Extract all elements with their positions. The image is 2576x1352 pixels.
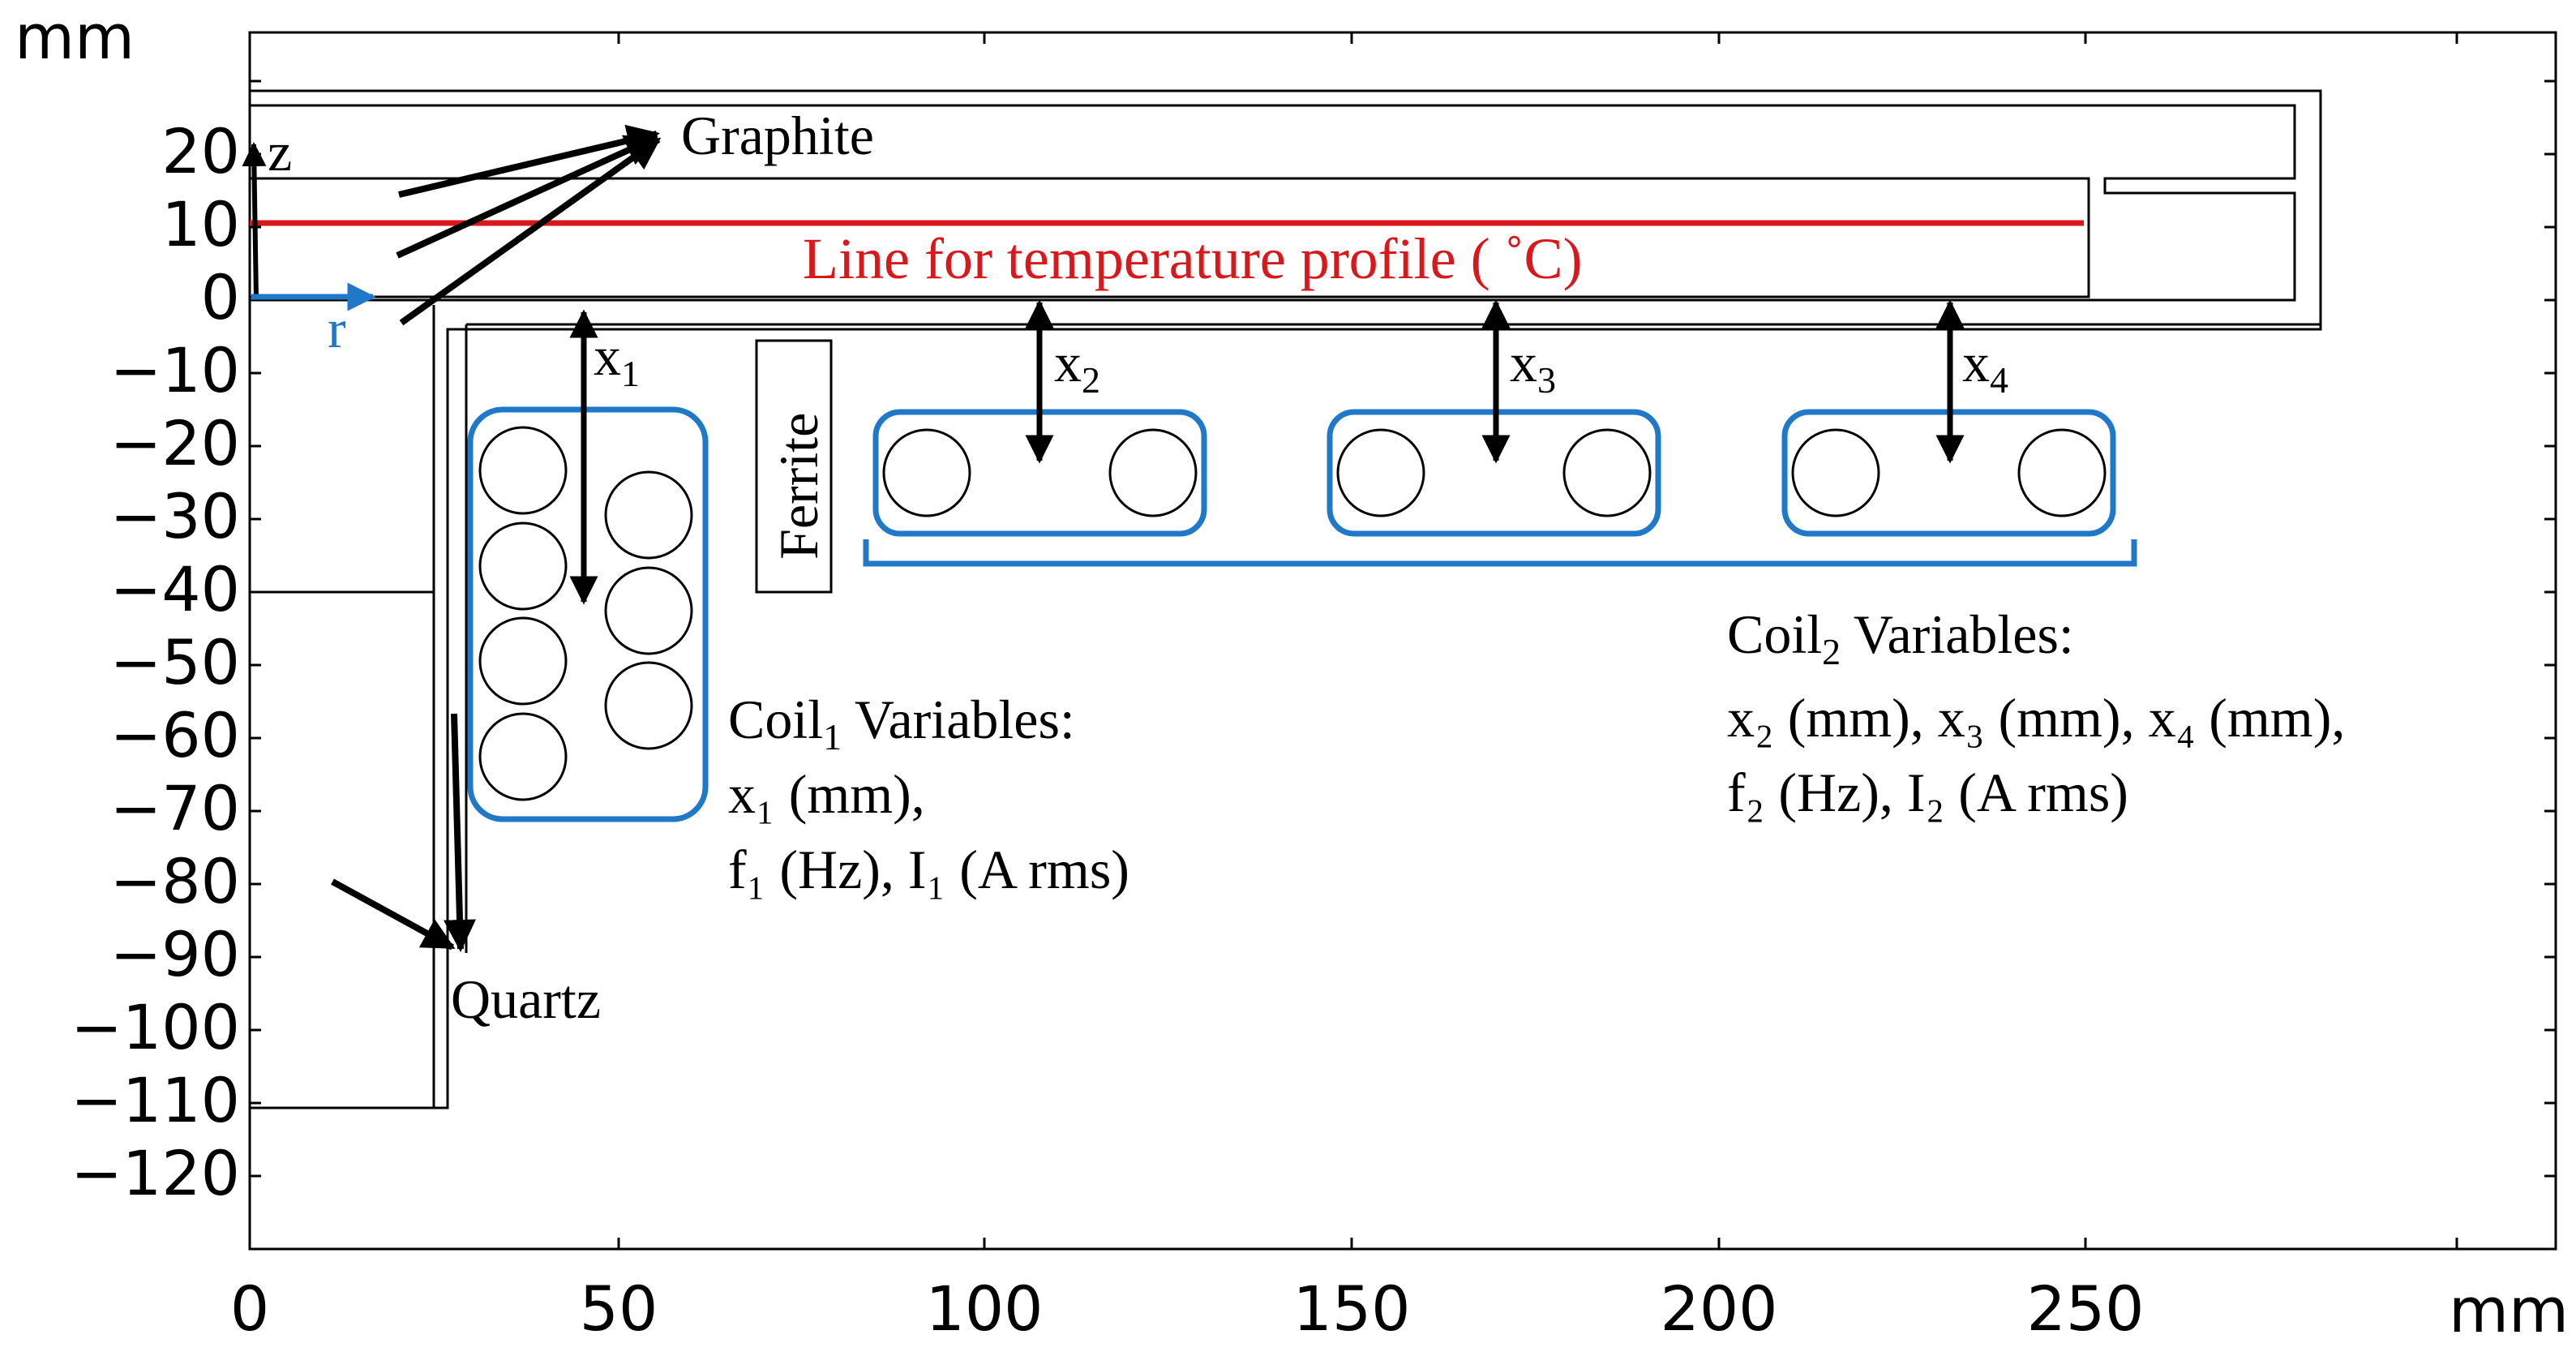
coil-winding bbox=[1562, 428, 1652, 517]
graphite-pointers bbox=[396, 124, 662, 326]
coil-winding bbox=[604, 470, 693, 560]
x-tick-label: 150 bbox=[1292, 1273, 1410, 1345]
r-axis-label: r bbox=[328, 298, 346, 359]
coil1 bbox=[467, 406, 709, 822]
coil2-line2: x₂ (mm), x₃ (mm), x₄ (mm), bbox=[1727, 687, 2345, 749]
y-tick-label: 0 bbox=[201, 261, 240, 333]
coil1-title: Coil1 Variables: bbox=[728, 689, 1075, 758]
y-tick-label: −30 bbox=[110, 480, 240, 552]
distance-arrows bbox=[569, 299, 1965, 605]
coil-winding bbox=[478, 616, 568, 706]
y-axis: 20 10 0 −10 −20 −30 −40 −50 −60 −70 −80 … bbox=[71, 79, 2556, 1209]
coil1-box bbox=[467, 406, 709, 822]
y-tick-label: 20 bbox=[161, 115, 240, 187]
coil-winding bbox=[1791, 428, 1880, 517]
graphite-outer-outline bbox=[250, 89, 2322, 1109]
y-tick-label: −50 bbox=[110, 626, 240, 698]
x-axis: 0 50 100 150 200 250 bbox=[230, 32, 2458, 1345]
temperature-profile-label: Line for temperature profile ( ˚C) bbox=[803, 226, 1583, 291]
coil1-windings bbox=[478, 426, 693, 801]
x4-label: x4 bbox=[1962, 332, 2008, 401]
crucible-outline bbox=[250, 177, 2090, 298]
y-tick-label: −120 bbox=[71, 1137, 240, 1209]
coil-winding bbox=[2017, 428, 2107, 517]
coil-winding bbox=[604, 661, 693, 750]
y-tick-label: −20 bbox=[110, 407, 240, 479]
coil-winding bbox=[478, 521, 568, 611]
graphite-structure bbox=[250, 89, 2322, 1109]
y-tick-label: 10 bbox=[161, 188, 240, 260]
quartz-pointer-arrow bbox=[444, 713, 476, 952]
coil-winding bbox=[1108, 428, 1198, 517]
y-tick-label: −40 bbox=[110, 553, 240, 625]
x-tick-marks bbox=[617, 32, 2458, 1249]
coil2-title: Coil2 Variables: bbox=[1727, 603, 2074, 672]
quartz-pointers bbox=[331, 713, 476, 952]
x-tick-label: 50 bbox=[580, 1273, 658, 1345]
y-tick-label: −90 bbox=[110, 918, 240, 990]
graphite-pointer-arrow bbox=[398, 124, 660, 198]
quartz-label: Quartz bbox=[451, 968, 601, 1030]
x2-label: x2 bbox=[1054, 332, 1100, 401]
ferrite-block bbox=[755, 339, 833, 594]
coil-winding bbox=[604, 566, 693, 655]
coil-winding bbox=[1336, 428, 1425, 517]
coil-winding bbox=[478, 426, 568, 515]
y-tick-label: −70 bbox=[110, 772, 240, 844]
coil1-line3: f₁ (Hz), I₁ (A rms) bbox=[728, 839, 1129, 900]
y-tick-label: −80 bbox=[110, 845, 240, 917]
graphite-label: Graphite bbox=[681, 105, 874, 166]
graphite-inner-outline bbox=[250, 104, 2296, 302]
graphite-pointer-arrow bbox=[399, 136, 662, 326]
quartz-pointer-arrow bbox=[331, 878, 456, 951]
coil-winding bbox=[882, 428, 971, 517]
x-unit-label: mm bbox=[2449, 1274, 2569, 1346]
y-tick-label: −110 bbox=[71, 1064, 240, 1136]
y-tick-label: −10 bbox=[110, 334, 240, 406]
coil2-line3: f₂ (Hz), I₂ (A rms) bbox=[1727, 762, 2128, 823]
y-tick-label: −100 bbox=[71, 991, 240, 1063]
plot-frame bbox=[248, 31, 2557, 1251]
x-tick-label: 250 bbox=[2026, 1273, 2144, 1345]
coil-winding bbox=[478, 712, 568, 801]
coil1-line2: x₁ (mm), bbox=[728, 763, 925, 825]
x-tick-label: 0 bbox=[230, 1273, 269, 1345]
coil2-variables: Coil2 Variables: x₂ (mm), x₃ (mm), x₄ (m… bbox=[1727, 603, 2345, 823]
coil2-bracket bbox=[863, 539, 2137, 567]
z-axis-label: z bbox=[268, 121, 292, 182]
coil1-variables: Coil1 Variables: x₁ (mm), f₁ (Hz), I₁ (A… bbox=[728, 689, 1129, 900]
coil2-windings bbox=[882, 428, 2107, 517]
x3-label: x3 bbox=[1510, 332, 1556, 401]
coil2 bbox=[863, 409, 2137, 567]
z-axis-arrow bbox=[242, 142, 267, 301]
x-tick-label: 100 bbox=[925, 1273, 1043, 1345]
y-unit-label: mm bbox=[15, 1, 135, 73]
y-tick-label: −60 bbox=[110, 699, 240, 771]
ferrite-label: Ferrite bbox=[768, 413, 829, 560]
graphite-pointer-arrow bbox=[396, 135, 658, 259]
x1-label: x1 bbox=[594, 325, 640, 394]
x-tick-label: 200 bbox=[1660, 1273, 1777, 1345]
quartz-tube-outline bbox=[432, 305, 2321, 1108]
